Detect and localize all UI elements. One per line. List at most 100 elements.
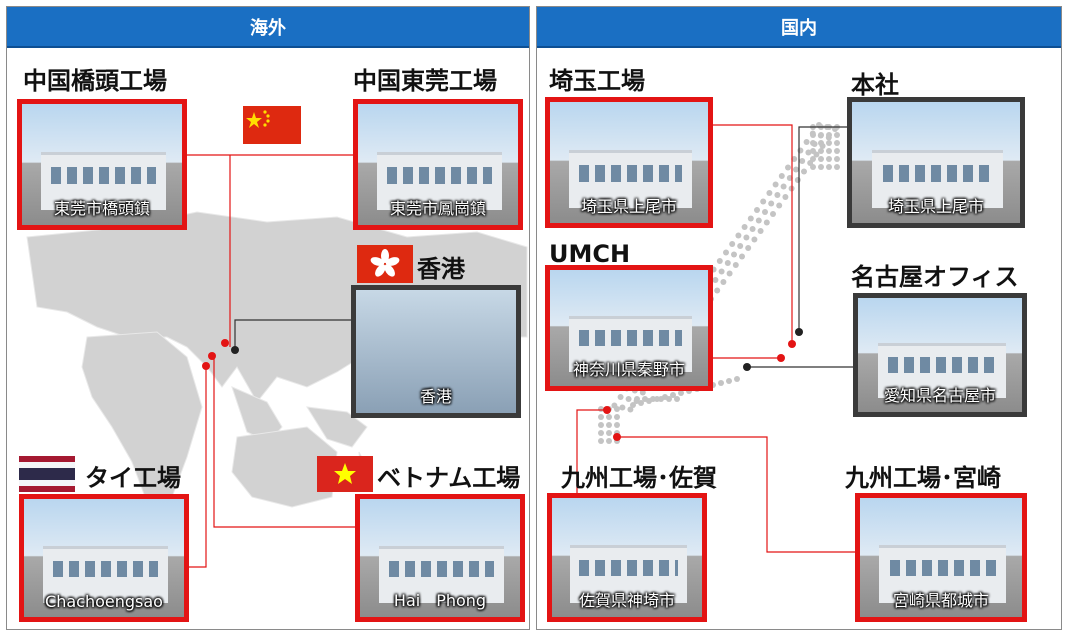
japan-map-dot	[810, 148, 816, 154]
japan-map-dot	[598, 414, 604, 420]
japan-map-dot	[834, 132, 840, 138]
label-hongkong: 香港	[417, 255, 465, 283]
japan-map-dot	[754, 207, 760, 213]
photo-honsha: 埼玉県上尾市	[847, 97, 1025, 228]
japan-map-dot	[743, 234, 750, 241]
label-thailand: タイ工場	[85, 464, 181, 492]
caption-saitama: 埼玉県上尾市	[580, 197, 677, 216]
japan-map-dot	[606, 422, 612, 428]
japan-map-dot	[658, 396, 664, 402]
caption-hongkong: 香港	[419, 387, 452, 406]
japan-map-dot	[818, 132, 824, 138]
japan-map-dot	[834, 156, 840, 162]
japan-map-dot	[638, 400, 644, 406]
japan-map-dot	[642, 396, 648, 402]
caption-saga: 佐賀県神埼市	[578, 591, 675, 610]
photo-nagoya: 愛知県名古屋市	[853, 293, 1027, 417]
japan-map-dot	[630, 402, 636, 408]
japan-map-dot	[826, 140, 832, 146]
photo-miyazaki: 宮崎県都城市	[855, 493, 1027, 622]
thailand-flag-icon	[19, 456, 75, 492]
japan-map-dot	[639, 389, 646, 396]
overseas-panel: 海外 中国橋頭工場 中国東莞工場 香港 タイ工場 ベトナム工場	[6, 6, 530, 630]
japan-map-dot	[785, 164, 791, 171]
japan-map-dot	[678, 390, 684, 396]
caption-qiaotou: 東莞市橋頭鎮	[53, 199, 150, 218]
japan-map-dot	[734, 376, 740, 382]
caption-vietnam: Hai Phong	[393, 591, 487, 610]
japan-map-dot	[826, 156, 832, 162]
japan-map-dot	[598, 406, 604, 412]
japan-map-dot	[818, 140, 824, 146]
japan-map-dot	[755, 217, 762, 224]
japan-map-dot	[674, 396, 680, 402]
japan-map-dot	[739, 253, 745, 260]
japan-map-dot	[780, 183, 787, 190]
overseas-connector-lines	[187, 154, 357, 568]
domestic-panel: 国内 埼玉工場 本社 UMCH 名古屋オフィス 九州工場･佐賀 九州工場･宮崎 …	[536, 6, 1062, 630]
japan-map-dot	[614, 406, 620, 412]
japan-map-dot	[650, 396, 656, 402]
domestic-panel-header: 国内	[537, 7, 1061, 48]
japan-map-dot	[799, 158, 806, 164]
photo-umch: 神奈川県秦野市	[545, 265, 713, 391]
japan-map-dot	[666, 396, 672, 402]
japan-map-dot	[747, 215, 754, 222]
japan-map-dot	[724, 260, 731, 266]
japan-map-dot	[791, 156, 798, 162]
japan-map-dot	[834, 140, 840, 146]
label-saga: 九州工場･佐賀	[561, 464, 717, 492]
japan-map-dot	[726, 270, 733, 277]
japan-map-dot	[718, 380, 724, 386]
photo-vietnam: Hai Phong	[355, 494, 525, 622]
japan-map-dot	[810, 140, 816, 146]
caption-umch: 神奈川県秦野市	[572, 360, 685, 379]
japan-map-dot	[774, 192, 781, 198]
label-honsha: 本社	[851, 71, 899, 99]
japan-map-dot	[627, 406, 634, 413]
photo-dongguan: 東莞市鳳崗鎮	[353, 99, 523, 230]
vietnam-flag-icon	[317, 456, 373, 492]
photo-saga: 佐賀県神埼市	[547, 493, 707, 622]
label-umch: UMCH	[549, 240, 631, 268]
label-miyazaki: 九州工場･宮崎	[845, 464, 1001, 492]
japan-map-dot	[712, 277, 719, 283]
japan-map-dot	[714, 287, 721, 294]
japan-map-dot	[772, 181, 779, 188]
japan-map-dot	[718, 268, 725, 275]
photo-saitama: 埼玉県上尾市	[545, 97, 713, 228]
japan-map-dot	[797, 147, 804, 154]
japan-map-dot	[720, 279, 727, 285]
japan-map-dot	[810, 132, 816, 138]
japan-map-dot	[735, 232, 742, 239]
japan-map-dot	[614, 414, 620, 420]
photo-qiaotou: 東莞市橋頭鎮	[17, 99, 187, 230]
japan-map-dot	[749, 226, 756, 232]
japan-map-dot	[834, 164, 840, 170]
japan-map-dot	[778, 173, 785, 179]
japan-map-dot	[826, 132, 832, 138]
japan-map-dot	[606, 430, 612, 436]
japan-map-dot	[751, 236, 758, 243]
japan-map-dot	[794, 177, 801, 183]
japan-map-dot	[766, 190, 773, 196]
japan-map-dot	[834, 148, 840, 154]
japan-map-dot	[762, 209, 768, 215]
japan-map-dot	[617, 394, 624, 400]
japan-map-dot	[732, 262, 739, 268]
japan-map-dot	[826, 148, 832, 154]
japan-map-dot	[726, 378, 732, 384]
japan-map-dot	[670, 392, 676, 398]
japan-map-dot	[805, 149, 812, 156]
japan-map-dot	[760, 198, 767, 205]
caption-thailand: Chachoengsao	[45, 592, 163, 611]
japan-map-dot	[606, 414, 612, 420]
caption-honsha: 埼玉県上尾市	[887, 197, 984, 216]
japan-map-dot	[634, 396, 640, 402]
japan-map-dot	[625, 396, 632, 402]
japan-map-dot	[786, 175, 793, 181]
japan-map-dot	[782, 194, 789, 200]
japan-map-dot	[614, 422, 620, 428]
caption-miyazaki: 宮崎県都城市	[892, 591, 989, 610]
japan-map-dot	[770, 211, 776, 217]
